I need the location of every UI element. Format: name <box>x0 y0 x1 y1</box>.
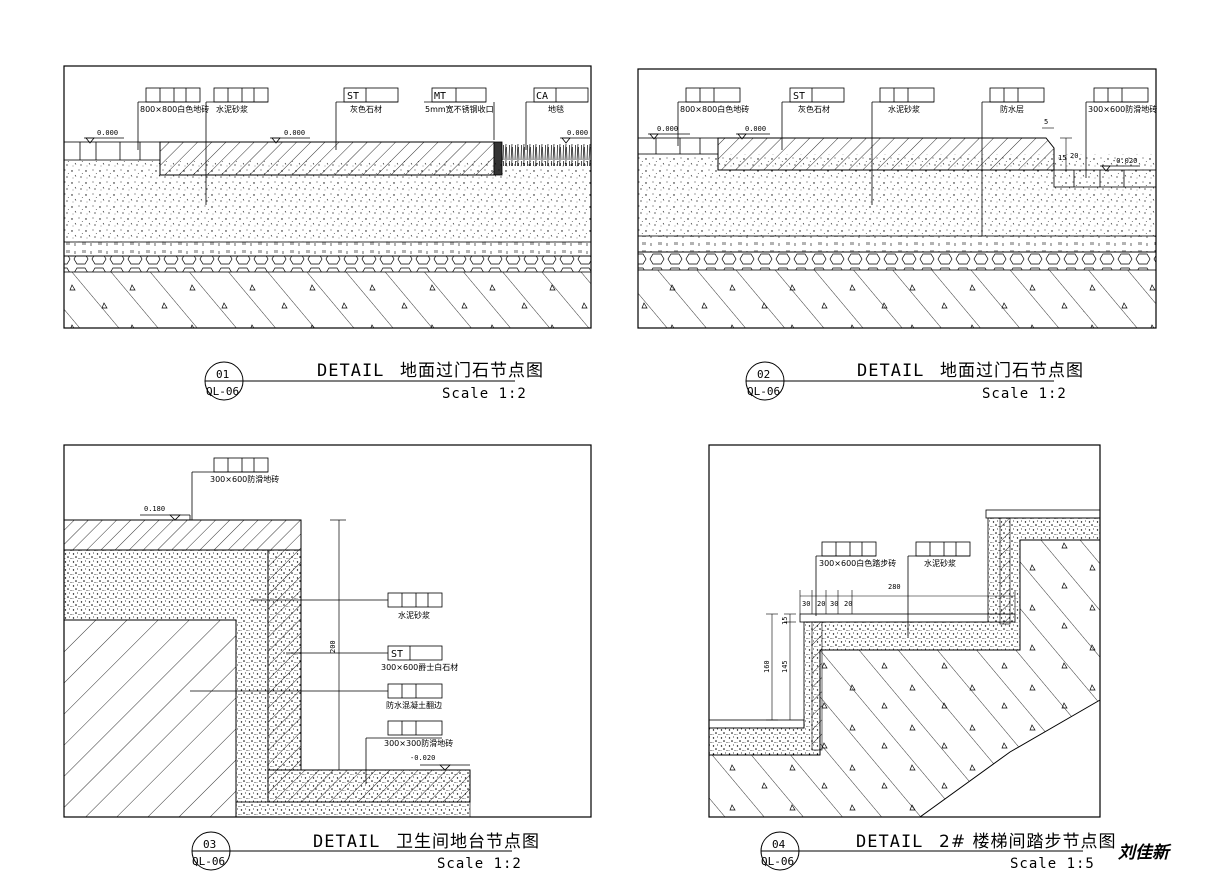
title-block-04: 04 QL-06 DETAIL 2# 楼梯间踏步节点图 Scale 1:5 <box>760 831 1116 872</box>
label-02-stone: 灰色石材 <box>798 104 830 114</box>
dim-04-d: 20 <box>844 600 852 608</box>
dim-02-b: 15 <box>1058 154 1066 162</box>
title-prefix-04: DETAIL <box>856 832 923 852</box>
label-02-mortar: 水泥砂浆 <box>888 104 920 114</box>
dim-04-f: 145 <box>781 660 789 673</box>
dim-04-g: 160 <box>763 660 771 673</box>
label-03-top-tile: 300×600防滑地砖 <box>210 474 279 484</box>
sheet-ref-03: QL-06 <box>192 855 225 868</box>
level-01-c: 0.000 <box>567 129 588 137</box>
tag-01-mt: MT <box>434 91 446 102</box>
detail-number-03: 03 <box>203 838 216 851</box>
tag-02-st: ST <box>793 91 805 102</box>
scale-02: Scale 1:2 <box>982 386 1067 402</box>
level-01-b: 0.000 <box>284 129 305 137</box>
dim-02-a: 5 <box>1044 118 1048 126</box>
label-02-antislip: 300×600防滑地砖 <box>1088 104 1157 114</box>
sheet-ref-02: QL-06 <box>747 385 780 398</box>
title-prefix-02: DETAIL <box>857 361 924 381</box>
tag-03-st: ST <box>391 649 403 660</box>
label-03-floor-tile: 300×300防滑地砖 <box>384 738 453 748</box>
title-03: 卫生间地台节点图 <box>396 832 540 852</box>
title-block-03: 03 QL-06 DETAIL 卫生间地台节点图 Scale 1:2 <box>191 831 540 872</box>
sheet-ref-01: QL-06 <box>206 385 239 398</box>
level-03-b: -0.020 <box>410 754 435 762</box>
dim-04-c: 30 <box>830 600 838 608</box>
title-block-02: 02 QL-06 DETAIL 地面过门石节点图 Scale 1:2 <box>745 361 1084 402</box>
dim-04-a: 30 <box>802 600 810 608</box>
level-02-a: 0.000 <box>657 125 678 133</box>
label-02-tile: 800×800白色地砖 <box>680 104 749 114</box>
detail-number-02: 02 <box>757 368 770 381</box>
sheet-ref-04: QL-06 <box>761 855 794 868</box>
label-04-mortar: 水泥砂浆 <box>924 558 956 568</box>
detail-number-01: 01 <box>216 368 229 381</box>
dim-04-e: 15 <box>781 617 789 625</box>
level-01-a: 0.000 <box>97 129 118 137</box>
title-04: 2# 楼梯间踏步节点图 <box>939 832 1116 852</box>
signature: 刘佳新 <box>1118 843 1172 863</box>
level-03-a: 0.180 <box>144 505 165 513</box>
detail-number-04: 04 <box>772 838 786 851</box>
title-prefix-01: DETAIL <box>317 361 384 381</box>
tag-01-st: ST <box>347 91 359 102</box>
dim-04-tread: 280 <box>888 583 901 591</box>
detail-02: 0.000 0.000 -0.020 5 15 20 ST 800×800白色地… <box>637 68 1157 402</box>
scale-01: Scale 1:2 <box>442 386 527 402</box>
title-block-01: 01 QL-06 DETAIL 地面过门石节点图 Scale 1:2 <box>204 361 544 402</box>
label-03-curb: 防水混凝土翻边 <box>386 700 442 710</box>
label-01-tile: 800×800白色地砖 <box>140 104 209 114</box>
scale-04: Scale 1:5 <box>1010 856 1095 872</box>
label-04-tread-tile: 300×600白色踏步砖 <box>819 558 896 568</box>
title-02: 地面过门石节点图 <box>940 361 1084 381</box>
level-markers <box>84 137 590 144</box>
level-02-c: -0.020 <box>1112 157 1137 165</box>
label-03-mortar: 水泥砂浆 <box>398 610 430 620</box>
label-01-stone: 灰色石材 <box>350 104 382 114</box>
level-02-b: 0.000 <box>745 125 766 133</box>
title-01: 地面过门石节点图 <box>400 361 544 381</box>
tag-01-ca: CA <box>536 91 548 102</box>
label-01-trim: 5mm宽不锈钢收口 <box>425 104 494 114</box>
title-prefix-03: DETAIL <box>313 832 380 852</box>
label-01-carpet: 地毯 <box>548 104 564 114</box>
detail-03: 0.180 -0.020 200 ST 300×600防滑地砖 水泥砂浆 300… <box>63 444 592 872</box>
label-03-stone: 300×600爵士白石材 <box>381 662 458 672</box>
dim-02-c: 20 <box>1070 152 1078 160</box>
dim-04-b: 20 <box>817 600 825 608</box>
detail-04: 280 30 20 30 20 15 145 160 300×600白色踏步砖 … <box>708 444 1116 872</box>
scale-03: Scale 1:2 <box>437 856 522 872</box>
dim-03-height: 200 <box>329 640 337 653</box>
detail-01: 0.000 0.000 0.000 ST MT CA 800×800白色地砖 水… <box>63 65 592 402</box>
label-02-waterproof: 防水层 <box>1000 104 1024 114</box>
label-01-mortar: 水泥砂浆 <box>216 104 248 114</box>
